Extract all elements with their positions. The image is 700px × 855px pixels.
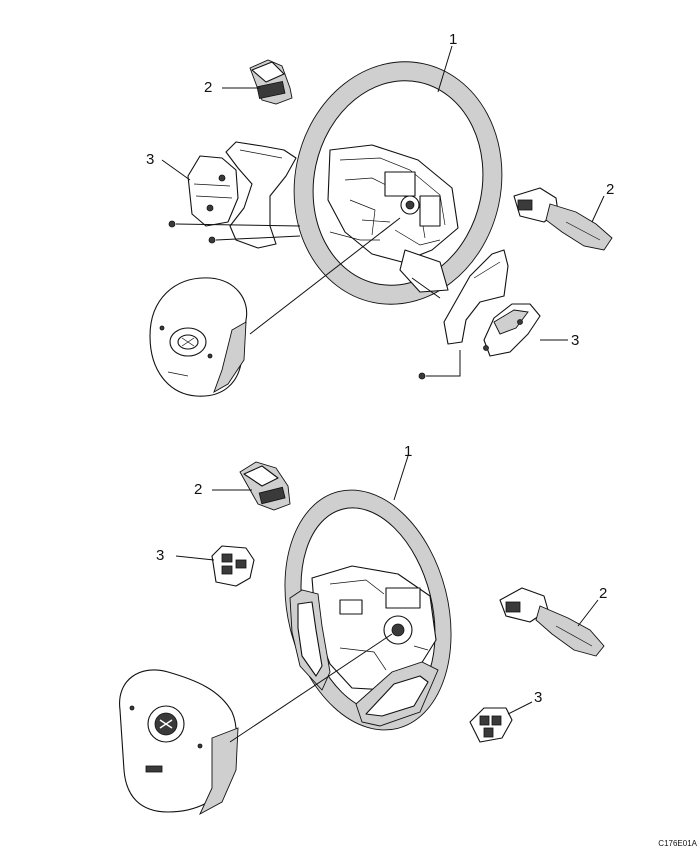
upper-switch-left [249, 59, 293, 105]
upper-remote-right [483, 303, 541, 357]
lower-remote-left [211, 545, 255, 587]
lower-callout-switch-left: 2 [194, 481, 202, 498]
upper-airbag-module [149, 277, 248, 397]
lower-switch-left [239, 461, 291, 511]
lower-remote-right [469, 707, 513, 743]
figure-code: C176E01A [658, 839, 697, 848]
lower-switch-right [499, 587, 605, 657]
upper-switch-right [513, 187, 613, 251]
lower-leader-lines [175, 455, 599, 743]
upper-screws [168, 220, 426, 380]
upper-cover-right [443, 249, 509, 345]
upper-assembly: 1 2 3 2 3 [146, 31, 614, 397]
lower-airbag-module [119, 669, 239, 816]
lower-callout-steering-wheel: 1 [404, 443, 412, 460]
upper-callout-remote-right: 3 [571, 332, 579, 349]
lower-callout-remote-right: 3 [534, 689, 542, 706]
upper-callout-remote-left: 3 [146, 151, 154, 168]
lower-steering-wheel [284, 489, 452, 731]
upper-remote-left [187, 155, 239, 227]
lower-callout-switch-right: 2 [599, 585, 607, 602]
upper-steering-wheel [293, 61, 503, 305]
lower-callout-remote-left: 3 [156, 547, 164, 564]
upper-leader-lines [161, 45, 605, 377]
lower-assembly: 1 2 3 2 3 [119, 443, 607, 816]
upper-cover-left [225, 141, 297, 249]
upper-callout-steering-wheel: 1 [449, 31, 457, 48]
upper-callout-switch-left: 2 [204, 79, 212, 96]
upper-callout-switch-right: 2 [606, 181, 614, 198]
